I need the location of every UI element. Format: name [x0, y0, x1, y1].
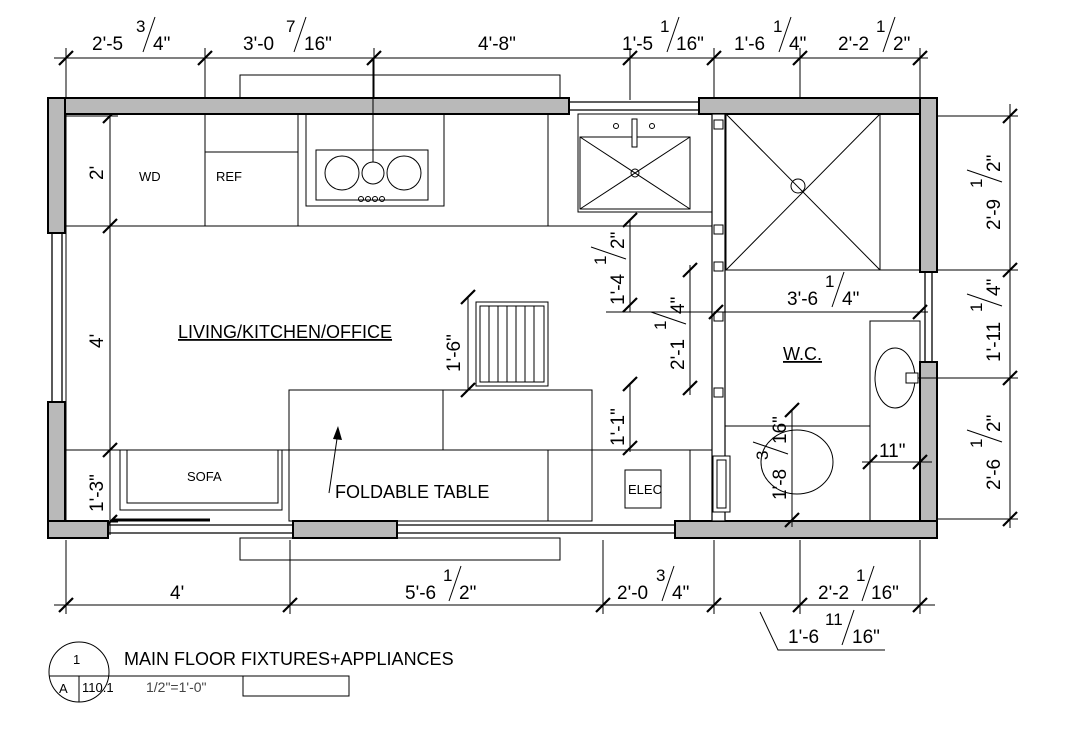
callout-sheet-letter: A [59, 681, 68, 696]
label-wd: WD [139, 169, 161, 184]
drawing-title: MAIN FLOOR FIXTURES+APPLIANCES [124, 649, 454, 669]
svg-text:2'-0: 2'-0 [617, 583, 648, 604]
label-foldable-table: FOLDABLE TABLE [335, 482, 489, 502]
svg-text:2": 2" [893, 34, 910, 55]
svg-text:2": 2" [459, 583, 476, 604]
label-sofa: SOFA [187, 469, 222, 484]
dim-sink-b: 2'-1 1 4" [650, 297, 689, 370]
svg-text:7: 7 [286, 17, 295, 36]
dim-bottom-4: 2'-2 1 16" [818, 565, 899, 604]
dim-bottom-5: 1'-6 11 16" [788, 609, 880, 648]
svg-text:3: 3 [136, 17, 145, 36]
drawing-title-block: 1 A 110.1 MAIN FLOOR FIXTURES+APPLIANCES… [48, 641, 454, 703]
svg-text:16": 16" [304, 34, 332, 55]
svg-text:1: 1 [856, 566, 865, 585]
svg-text:4": 4" [153, 34, 170, 55]
svg-text:4": 4" [842, 289, 859, 310]
right-dimension-string [936, 104, 1018, 528]
svg-text:4": 4" [789, 34, 806, 55]
dim-vanity: 11" [879, 441, 905, 462]
top-dimension-string [54, 48, 928, 108]
dim-stair: 1'-6" [444, 334, 465, 372]
svg-text:1'-5: 1'-5 [622, 34, 653, 55]
svg-text:2'-5: 2'-5 [92, 34, 123, 55]
svg-text:2'-2: 2'-2 [838, 34, 869, 55]
dim-top-2: 3'-0 7 16" [243, 16, 332, 55]
dim-left-2: 4' [87, 334, 108, 348]
svg-text:3'-0: 3'-0 [243, 34, 274, 55]
svg-text:2'-6: 2'-6 [984, 459, 1005, 490]
svg-text:5'-6: 5'-6 [405, 583, 436, 604]
room-wc-label: W.C. [783, 344, 822, 364]
svg-text:1: 1 [591, 256, 610, 265]
svg-text:1'-6: 1'-6 [788, 627, 819, 648]
furniture [66, 389, 712, 522]
dim-wc-width: 3'-6 1 4" [787, 271, 859, 310]
label-elec: ELEC [628, 482, 662, 497]
svg-text:4": 4" [672, 583, 689, 604]
dim-right-3: 2'-6 1 2" [966, 415, 1005, 490]
svg-text:4": 4" [668, 297, 689, 314]
dim-sink-a: 1'-4 1 2" [590, 232, 629, 305]
interior-dimensions [606, 212, 928, 456]
svg-text:2'-9: 2'-9 [984, 199, 1005, 230]
svg-text:2'-2: 2'-2 [818, 583, 849, 604]
svg-text:2": 2" [608, 232, 629, 249]
dim-right-1: 2'-9 1 2" [966, 155, 1005, 230]
svg-text:1'-6: 1'-6 [734, 34, 765, 55]
drawing-scale: 1/2"=1'-0" [146, 679, 207, 695]
kitchen-counter [66, 60, 712, 227]
svg-text:3: 3 [753, 451, 772, 460]
dim-top-1: 2'-5 3 4" [92, 16, 170, 55]
svg-text:1'-4: 1'-4 [608, 273, 629, 305]
svg-text:1: 1 [876, 17, 885, 36]
callout-number: 1 [73, 652, 80, 667]
shower [725, 113, 881, 271]
openings [51, 74, 933, 561]
label-ref: REF [216, 169, 242, 184]
svg-text:1: 1 [967, 179, 986, 188]
svg-text:3'-6: 3'-6 [787, 289, 818, 310]
svg-text:1: 1 [967, 303, 986, 312]
exterior-walls [47, 97, 938, 539]
dim-top-6: 2'-2 1 2" [838, 16, 910, 55]
kitchen-sink [577, 113, 713, 213]
dim-left-3: 1'-3" [87, 474, 108, 512]
svg-text:16": 16" [852, 627, 880, 648]
svg-text:2'-1: 2'-1 [668, 339, 689, 370]
stair [460, 289, 549, 398]
toilet-and-vanity [712, 320, 1015, 528]
svg-text:1'-11: 1'-11 [984, 322, 1005, 362]
svg-text:3: 3 [656, 566, 665, 585]
svg-text:2": 2" [984, 415, 1005, 432]
dim-right-2: 1'-11 1 4" [966, 279, 1005, 362]
svg-text:1: 1 [773, 17, 782, 36]
dim-toilet: 1'-8 3 16" [752, 416, 791, 500]
svg-text:1: 1 [967, 439, 986, 448]
dim-elec: 1'-1" [608, 408, 629, 446]
svg-text:16": 16" [770, 416, 791, 444]
svg-text:11: 11 [825, 610, 843, 629]
bottom-dimension-string [54, 540, 935, 651]
dim-bottom-1: 4' [170, 583, 184, 604]
dim-bottom-2: 5'-6 1 2" [405, 565, 476, 604]
dim-bottom-3: 2'-0 3 4" [617, 565, 689, 604]
room-main-label: LIVING/KITCHEN/OFFICE [178, 322, 392, 342]
svg-text:16": 16" [871, 583, 899, 604]
svg-text:1: 1 [651, 321, 670, 330]
dim-top-3: 4'-8" [478, 34, 516, 55]
svg-text:2": 2" [984, 155, 1005, 172]
svg-text:1: 1 [443, 566, 452, 585]
dim-left-1: 2' [87, 166, 108, 180]
svg-text:1: 1 [825, 272, 834, 291]
svg-text:1'-8: 1'-8 [770, 469, 791, 500]
dim-top-5: 1'-6 1 4" [734, 16, 806, 55]
dim-top-4: 1'-5 1 16" [622, 16, 704, 55]
svg-text:4": 4" [984, 279, 1005, 296]
callout-sheet-number: 110.1 [82, 680, 114, 695]
svg-text:1: 1 [660, 17, 669, 36]
svg-text:16": 16" [676, 34, 704, 55]
